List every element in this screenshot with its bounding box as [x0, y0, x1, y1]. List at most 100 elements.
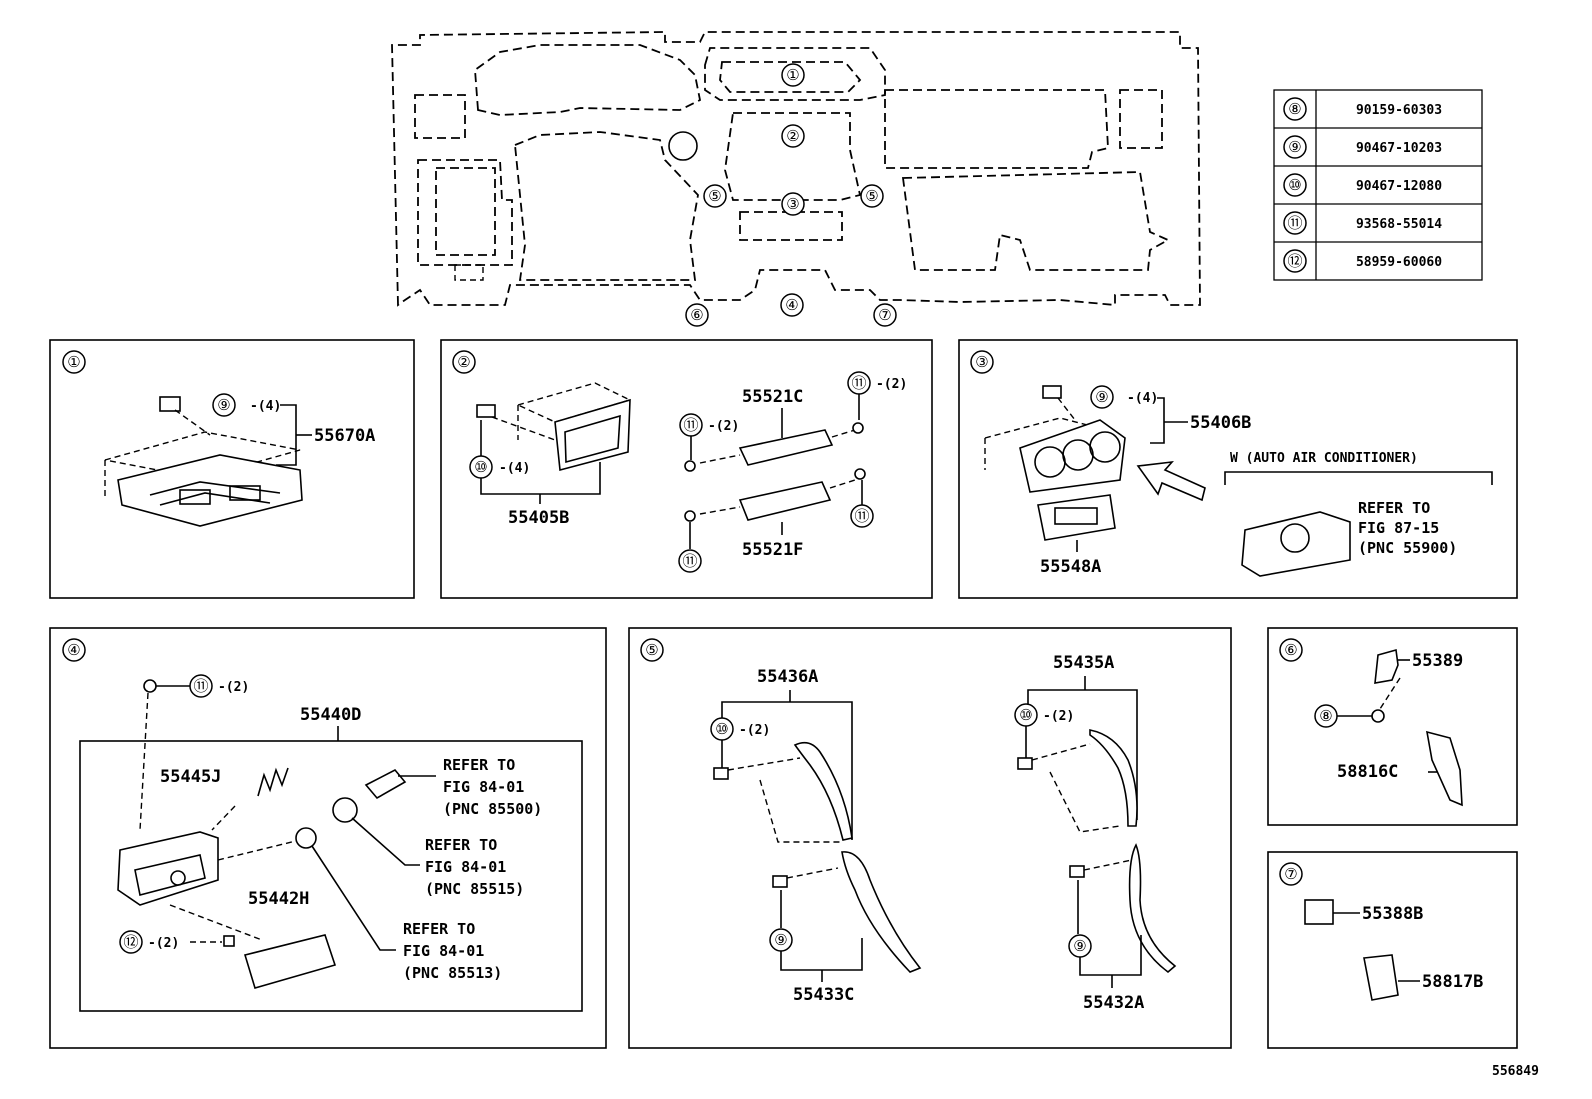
- svg-text:④: ④: [785, 296, 798, 314]
- variant-label: W (AUTO AIR CONDITIONER): [1230, 451, 1418, 466]
- radio-bracket-shape: [554, 398, 631, 472]
- part-label: 55406B: [1190, 413, 1251, 433]
- table-ref: ⑧: [1288, 100, 1301, 118]
- svg-text:⑤: ⑤: [865, 187, 878, 205]
- panel-id: ⑦: [1284, 865, 1297, 883]
- instrument-panel-overview: ① ② ③ ④ ⑤ ⑤ ⑥ ⑦: [391, 31, 1201, 327]
- table-part-no: 58959-60060: [1356, 255, 1442, 270]
- clip-icon: [476, 404, 496, 418]
- callout-11: ⑪: [682, 552, 697, 570]
- clip-icon: [223, 935, 235, 947]
- qty: -(2): [218, 680, 249, 695]
- table-ref: ⑫: [1287, 252, 1302, 270]
- detail-panel-5: ⑤ 55436A ⑩ -(2) ⑨ 55433C 55435A ⑩ -(2): [628, 627, 1232, 1049]
- callout-11: ⑪: [851, 374, 866, 392]
- panel-id: ④: [67, 641, 80, 659]
- detail-panel-4: ④ ⑪ -(2) 55440D 55445J REFER TO FIG 84-0…: [49, 627, 607, 1049]
- panel-id: ⑥: [1284, 641, 1297, 659]
- overview-callout-2: ②: [781, 124, 805, 148]
- overview-callout-1: ①: [781, 63, 805, 87]
- overview-callout-6: ⑥: [685, 303, 709, 327]
- panel-id: ⑤: [645, 641, 658, 659]
- garnish-lower-left-shape: [841, 851, 922, 973]
- screw-icon: [143, 679, 157, 693]
- refer-text: REFER TO: [425, 836, 497, 854]
- qty: -(2): [148, 936, 179, 951]
- socket-icon: [332, 797, 358, 823]
- cover-icon: [1363, 954, 1399, 1001]
- refer-text: (PNC 85515): [425, 880, 524, 898]
- part-label: 55432A: [1083, 993, 1144, 1013]
- callout-10: ⑩: [715, 720, 728, 738]
- refer-text: REFER TO: [403, 920, 475, 938]
- bracket-icon: [1304, 899, 1334, 925]
- overview-callout-5-right: ⑤: [860, 184, 884, 208]
- overview-callout-3: ③: [781, 192, 805, 216]
- figure-number: 556849: [1492, 1064, 1539, 1079]
- table-part-no: 93568-55014: [1356, 217, 1442, 232]
- callout-11: ⑪: [854, 507, 869, 525]
- callout-11: ⑪: [193, 677, 208, 695]
- clip-icon: [1017, 757, 1033, 770]
- detail-panel-7: ⑦ 55388B 58817B: [1267, 851, 1518, 1049]
- part-label: 55440D: [300, 705, 361, 725]
- qty: -(4): [1127, 391, 1158, 406]
- overview-callout-5-left: ⑤: [703, 184, 727, 208]
- socket-icon: [364, 768, 407, 800]
- part-label: 55436A: [757, 667, 818, 687]
- overview-callout-7: ⑦: [873, 303, 897, 327]
- callout-12: ⑫: [123, 933, 138, 951]
- spring-icon: [257, 767, 289, 797]
- svg-text:⑤: ⑤: [708, 187, 721, 205]
- part-label: 55521C: [742, 387, 803, 407]
- screw-icon: [854, 468, 866, 480]
- svg-text:⑦: ⑦: [878, 306, 891, 324]
- clip-icon: [713, 767, 729, 780]
- refer-text: FIG 84-01: [403, 942, 484, 960]
- svg-text:⑥: ⑥: [690, 306, 703, 324]
- clip-icon: [1042, 385, 1062, 399]
- svg-text:②: ②: [786, 127, 799, 145]
- qty: -(2): [876, 377, 907, 392]
- callout-10: ⑩: [1019, 706, 1032, 724]
- switch-lower-shape: [738, 481, 832, 521]
- refer-text: (PNC 85513): [403, 964, 502, 982]
- detail-panel-2: ② ⑩ -(4) 55405B 55521C ⑪ -(2) ⑪ -(2): [440, 339, 933, 599]
- refer-text: REFER TO: [1358, 499, 1430, 517]
- panel-id: ③: [975, 353, 988, 371]
- lower-console-shape: [117, 831, 219, 906]
- table-row: ⑧ 90159-60303: [1283, 97, 1442, 121]
- garnish-upper-right-shape: [1089, 729, 1138, 827]
- callout-9: ⑨: [774, 931, 787, 949]
- screw-icon: [684, 460, 696, 472]
- callout-11: ⑪: [683, 416, 698, 434]
- table-ref: ⑪: [1287, 214, 1302, 232]
- ac-control-bezel-shape: [1019, 419, 1126, 493]
- part-label: 55521F: [742, 540, 803, 560]
- arrow-icon: [1136, 460, 1206, 502]
- qty: -(2): [708, 419, 739, 434]
- svg-text:③: ③: [786, 195, 799, 213]
- table-row: ⑫ 58959-60060: [1283, 249, 1442, 273]
- part-label: 55442H: [248, 889, 309, 909]
- part-label: 55435A: [1053, 653, 1114, 673]
- part-label: 55388B: [1362, 904, 1423, 924]
- screw-icon: [852, 422, 864, 434]
- bracket-icon: [1374, 648, 1399, 684]
- refer-text: FIG 87-15: [1358, 519, 1439, 537]
- table-part-no: 90159-60303: [1356, 103, 1442, 118]
- part-label: 55445J: [160, 767, 221, 787]
- refer-text: (PNC 55900): [1358, 539, 1457, 557]
- part-label: 58817B: [1422, 972, 1483, 992]
- table-ref: ⑩: [1288, 176, 1301, 194]
- fastener-table: ⑧ 90159-60303 ⑨ 90467-10203 ⑩ 90467-1208…: [1273, 89, 1483, 281]
- screw-icon: [684, 510, 696, 522]
- svg-text:①: ①: [786, 66, 799, 84]
- part-label: 55670A: [314, 426, 375, 446]
- qty: -(4): [499, 461, 530, 476]
- callout-9: ⑨: [217, 396, 230, 414]
- callout-8: ⑧: [1319, 707, 1332, 725]
- table-ref: ⑨: [1288, 138, 1301, 156]
- panel-id: ②: [457, 353, 470, 371]
